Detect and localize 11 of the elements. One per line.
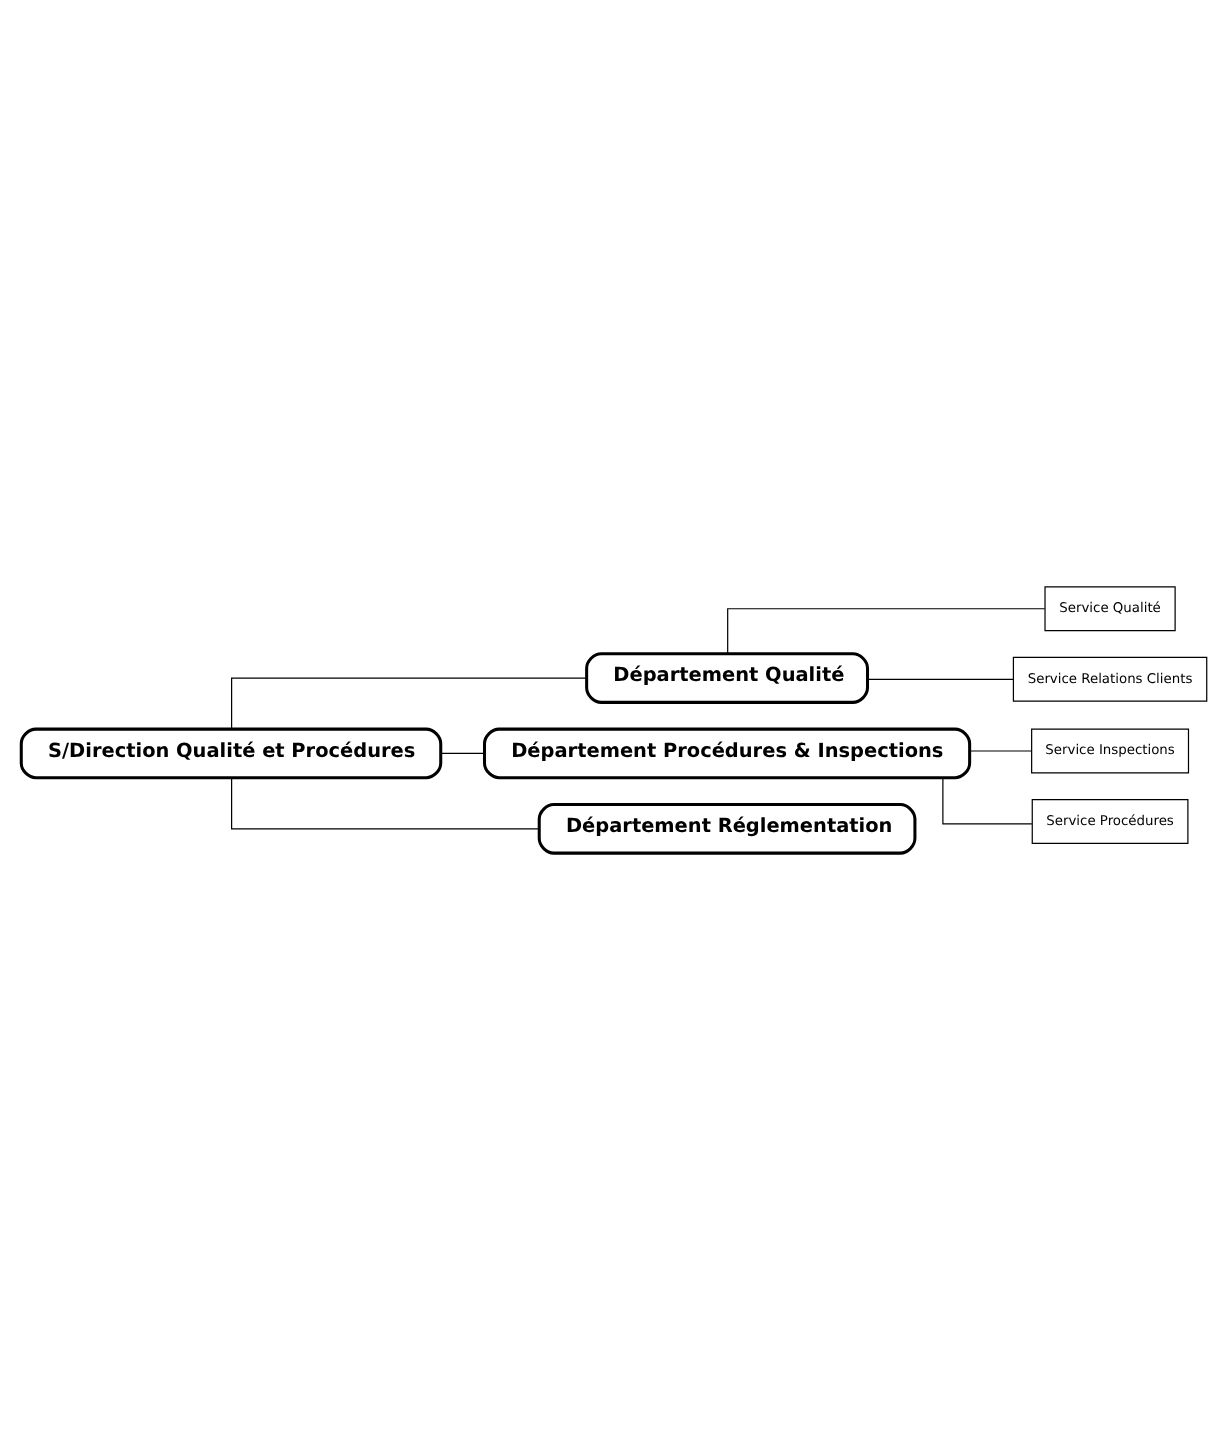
- connector: [866, 677, 1014, 679]
- node-box: Département Réglementation: [537, 802, 917, 854]
- connector: [727, 607, 1046, 654]
- connector: [440, 751, 485, 754]
- node-box: S/Direction Qualité et Procédures: [19, 726, 443, 779]
- node-box: Département Procédures & Inspections: [483, 726, 972, 779]
- connector: [231, 776, 540, 829]
- connector: [942, 776, 1033, 824]
- connector: [231, 676, 588, 729]
- node-box: Département Qualité: [585, 651, 870, 703]
- connector: [969, 749, 1032, 751]
